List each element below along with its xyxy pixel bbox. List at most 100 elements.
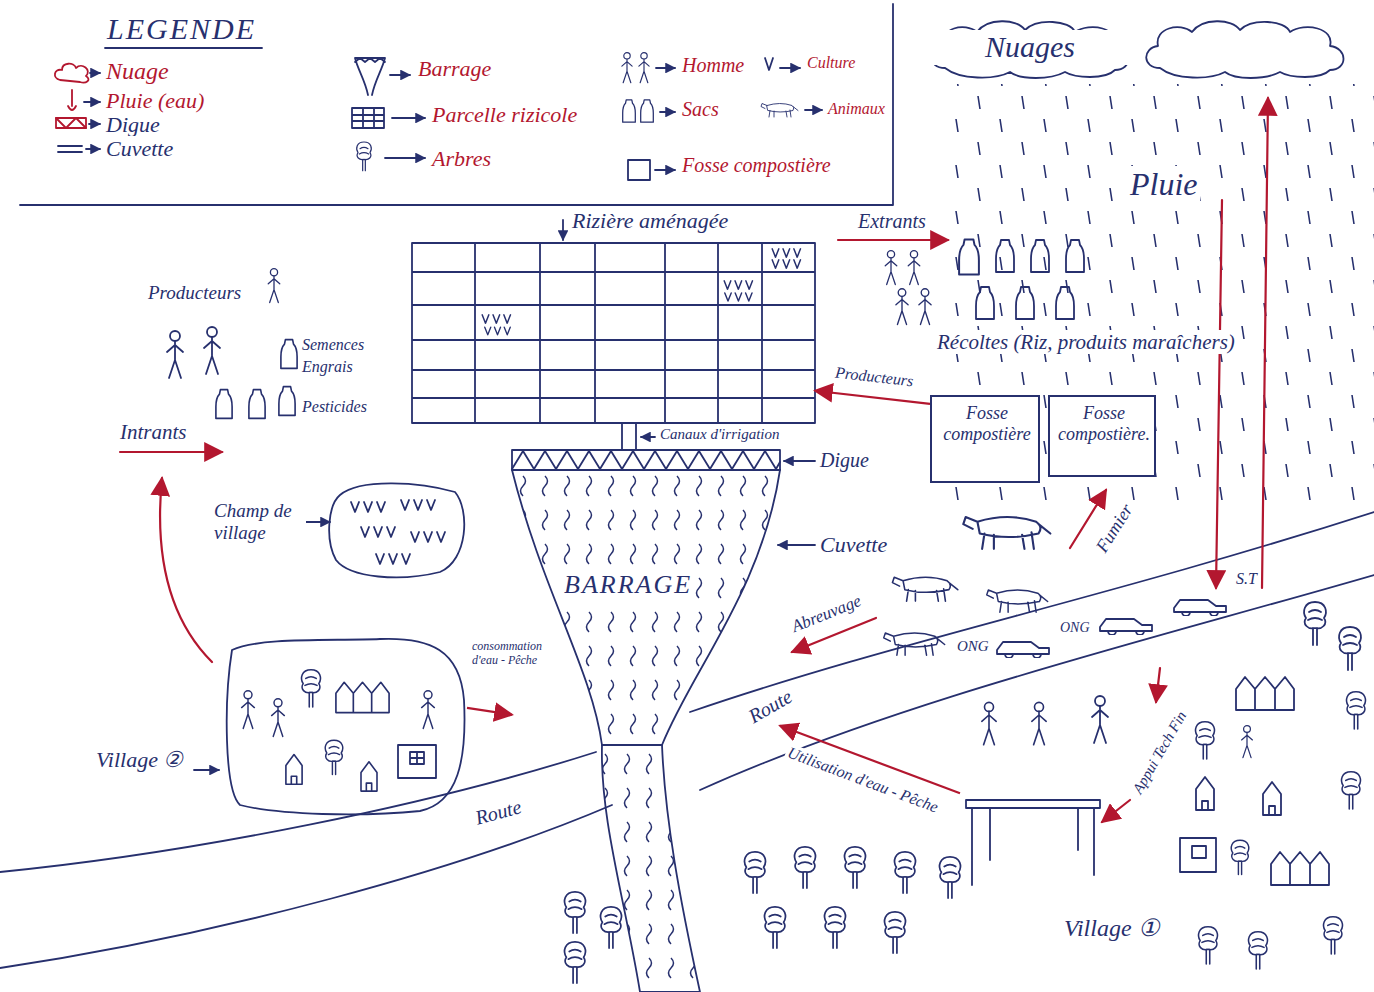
map-label: Champ de village — [212, 500, 306, 544]
village-field — [329, 483, 464, 577]
field-heading: Rizière aménagée — [570, 208, 730, 233]
legend-arrow — [805, 109, 822, 111]
tree — [940, 857, 961, 898]
table — [966, 800, 1100, 885]
map-label: Producteurs — [146, 282, 243, 304]
dike-pattern — [512, 451, 780, 469]
edge-label: Utilisation d'eau - Pêche — [783, 743, 942, 818]
person — [242, 691, 255, 729]
car — [1100, 619, 1152, 635]
crop-mark — [361, 527, 395, 537]
leader-arrow — [784, 460, 815, 462]
sack — [281, 340, 297, 369]
edge-label: consommation d'eau - Pêche — [470, 640, 552, 668]
village-label: Village ① — [1062, 915, 1162, 943]
tree — [1347, 692, 1366, 729]
flow-arrow — [838, 239, 948, 241]
house — [1196, 777, 1214, 810]
leader-arrow — [562, 220, 564, 240]
evaporation-arrow — [1262, 98, 1268, 588]
crop-mark — [724, 281, 752, 289]
legend-text: Arbres — [430, 146, 493, 171]
legend-frame — [20, 4, 893, 205]
legend-arrow — [89, 123, 100, 125]
flow-arrow — [1102, 800, 1130, 822]
dam-basin-node-outline — [512, 470, 780, 745]
legend-text: Culture — [805, 54, 857, 72]
rain-symbol — [68, 90, 76, 110]
village-node: Village ② — [222, 635, 467, 817]
road-edge — [0, 805, 612, 968]
tree — [825, 907, 846, 948]
map-label: Abreuvage — [787, 590, 866, 637]
tree — [1324, 917, 1343, 954]
sack — [1016, 287, 1034, 319]
map-label: Semences — [300, 336, 366, 354]
river — [602, 745, 700, 992]
person — [268, 269, 280, 303]
legend-text: Digue — [104, 112, 162, 137]
legend-arrow — [84, 101, 100, 103]
legend-arrow — [86, 148, 100, 150]
legend-arrow — [385, 157, 425, 159]
village-node-outline — [222, 635, 467, 817]
legend-text: Pluie (eau) — [104, 88, 206, 113]
crop-mark — [482, 315, 510, 323]
sack-symbol — [641, 100, 654, 122]
ink-drawing — [0, 4, 1374, 992]
plot-symbol — [352, 108, 384, 128]
crop-symbol — [765, 58, 773, 70]
rice-plot-grid — [412, 243, 815, 423]
flow-connector — [467, 708, 512, 715]
sack-symbol — [623, 100, 636, 122]
house — [361, 762, 377, 791]
map-label: LEGENDE — [105, 12, 258, 47]
tree — [601, 907, 622, 948]
dike-symbol — [56, 118, 86, 128]
map-label: Récoltes (Riz, produits maraîchers) — [935, 330, 1237, 354]
map-label: S.T — [1234, 570, 1259, 588]
sack — [249, 390, 265, 419]
legend-arrow — [390, 74, 410, 76]
tree — [1231, 840, 1248, 874]
houses — [1236, 677, 1294, 710]
sack — [996, 240, 1014, 272]
legend-arrow — [90, 72, 100, 74]
tree-symbol — [357, 142, 372, 171]
person — [422, 691, 435, 729]
animal — [987, 590, 1048, 612]
legend-text: Homme — [680, 54, 746, 77]
legend-text: Parcelle rizicole — [430, 102, 579, 127]
legend-text: Fosse compostière — [680, 154, 833, 177]
sack — [216, 390, 232, 419]
map-label: Pluie — [1128, 166, 1200, 203]
person-symbol — [639, 53, 649, 83]
village-label: Village ② — [94, 747, 185, 772]
animal-symbol — [761, 104, 798, 118]
tree — [1199, 927, 1218, 964]
rain-arrow — [1216, 200, 1222, 588]
car — [1174, 600, 1226, 616]
map-label: Digue — [818, 449, 871, 472]
crop-mark — [772, 249, 800, 257]
person-symbol — [622, 53, 632, 83]
cloud-symbol — [55, 64, 89, 83]
village-node-outline-path — [227, 639, 465, 815]
flow-arrow — [160, 478, 212, 662]
tree — [845, 847, 866, 888]
sack — [279, 387, 295, 416]
map-label: Appui Tech Fin — [1129, 706, 1192, 798]
flow-arrow — [120, 451, 222, 453]
map-label: Canaux d'irrigation — [658, 426, 781, 443]
person — [1092, 696, 1108, 743]
tree — [1196, 722, 1215, 759]
house — [286, 755, 302, 785]
dam-symbol — [355, 58, 385, 95]
tree — [885, 912, 906, 953]
car — [997, 642, 1049, 658]
dam-basin-node: BARRAGE — [512, 470, 780, 745]
person — [272, 699, 285, 737]
compost-pit-box: Fosse compostière. — [1048, 395, 1156, 477]
tree — [302, 670, 321, 707]
legend-text: Sacs — [680, 98, 721, 121]
